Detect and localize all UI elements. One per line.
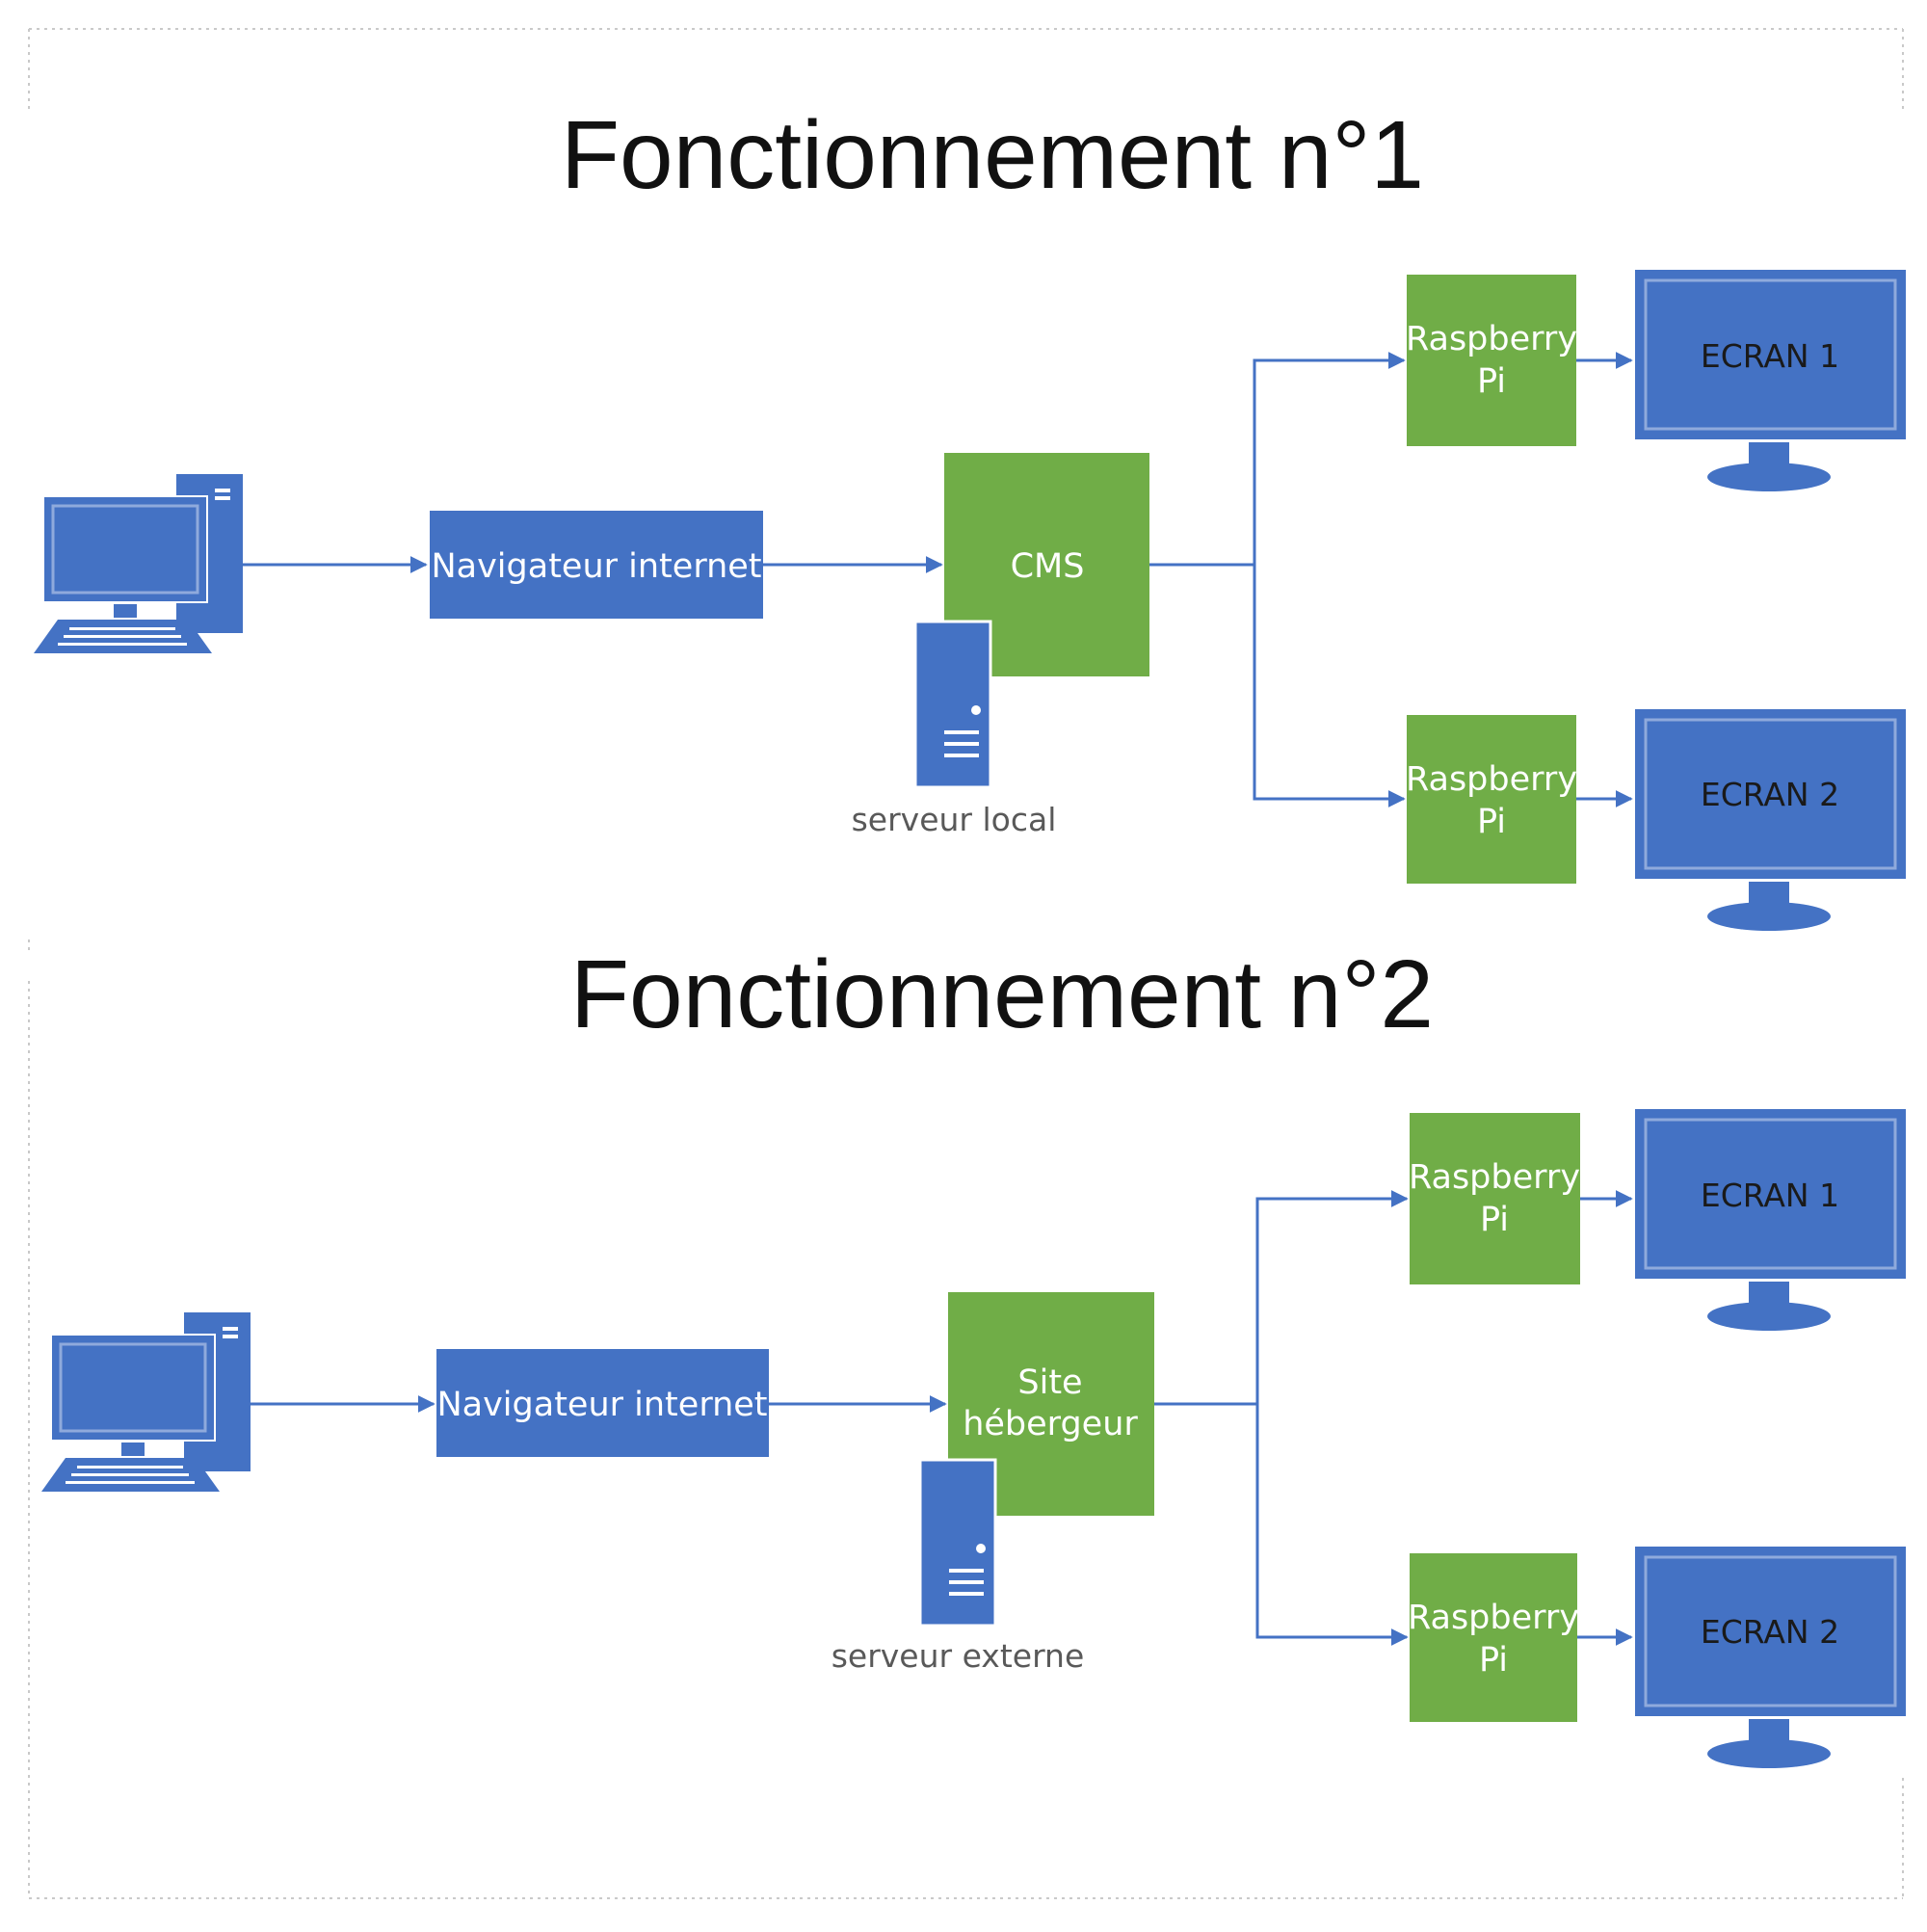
- monitor-icon: ECRAN 2: [1633, 1545, 1908, 1768]
- diagram-2: Fonctionnement n°2 Nav: [41, 940, 1908, 1768]
- raspberry-pi-node: Raspberry Pi: [1408, 1553, 1579, 1722]
- server-label-line: CMS: [1011, 547, 1085, 586]
- monitor-icon: ECRAN 1: [1633, 1107, 1908, 1331]
- raspberry-pi-label-line: Pi: [1477, 803, 1506, 841]
- monitor-icon: ECRAN 1: [1633, 268, 1908, 491]
- browser-node: Navigateur internet: [436, 1349, 769, 1457]
- browser-label: Navigateur internet: [436, 1386, 767, 1424]
- diagram-title: Fonctionnement n°2: [570, 940, 1434, 1048]
- screen-label: ECRAN 1: [1701, 337, 1839, 375]
- diagram-title: Fonctionnement n°1: [561, 101, 1424, 209]
- raspberry-pi-label-line: Raspberry: [1409, 1158, 1580, 1197]
- raspberry-pi-label-line: Pi: [1479, 1641, 1508, 1680]
- connector-arrow: [1255, 1404, 1409, 1646]
- raspberry-pi-node: Raspberry Pi: [1406, 275, 1577, 446]
- raspberry-pi-node: Raspberry Pi: [1406, 715, 1577, 884]
- server-node: Site hébergeur: [948, 1292, 1154, 1516]
- raspberry-pi-label-line: Pi: [1480, 1201, 1509, 1239]
- connectors: [251, 1190, 1633, 1646]
- browser-label: Navigateur internet: [431, 547, 761, 586]
- raspberry-pi-label-line: Raspberry: [1406, 320, 1577, 358]
- server-tower-icon: [913, 620, 992, 789]
- connectors: [243, 352, 1633, 807]
- raspberry-pi-node: Raspberry Pi: [1409, 1113, 1580, 1284]
- connector-arrow: [1253, 565, 1406, 807]
- server-tower-icon: [918, 1458, 997, 1628]
- server-caption: serveur local: [852, 801, 1057, 838]
- screen-label: ECRAN 2: [1701, 776, 1839, 813]
- monitor-icon: ECRAN 2: [1633, 707, 1908, 931]
- browser-node: Navigateur internet: [430, 511, 763, 619]
- raspberry-pi-label-line: Pi: [1477, 362, 1506, 401]
- screen-label: ECRAN 1: [1701, 1177, 1839, 1214]
- page-frame: [28, 28, 1904, 1899]
- server-caption: serveur externe: [832, 1637, 1085, 1675]
- desktop-computer-icon: [34, 474, 243, 653]
- desktop-computer-icon: [41, 1312, 251, 1492]
- raspberry-pi-label-line: Raspberry: [1408, 1599, 1579, 1637]
- raspberry-pi-label-line: Raspberry: [1406, 760, 1577, 799]
- connector-arrow: [1154, 1190, 1409, 1406]
- diagram-1: Fonctionnement n°1: [34, 101, 1908, 931]
- server-label-line: hébergeur: [963, 1405, 1138, 1443]
- connector-arrow: [1149, 352, 1406, 567]
- screen-label: ECRAN 2: [1701, 1613, 1839, 1651]
- server-label-line: Site: [1017, 1363, 1082, 1402]
